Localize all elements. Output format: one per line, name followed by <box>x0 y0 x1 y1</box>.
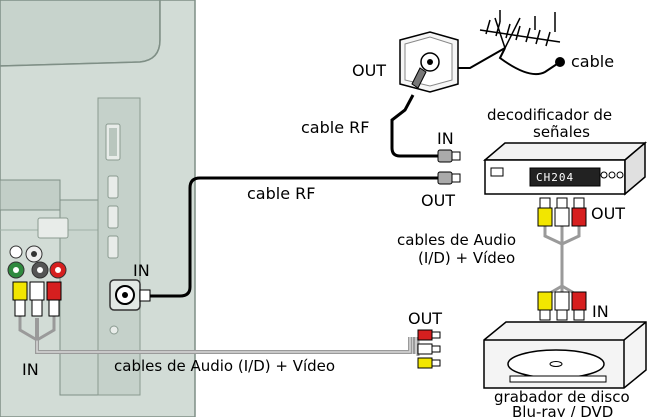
rf-cable-top <box>390 94 440 158</box>
tv-rf-input <box>109 279 141 311</box>
label-recorder-line1: grabador de disco <box>494 388 630 406</box>
label-av-mid-line2: (I/D) + Vídeo <box>418 249 515 267</box>
box-rf-out-connector <box>437 171 461 185</box>
label-cable: cable <box>571 52 614 71</box>
label-recorder-line2: Blu-ray / DVD <box>512 403 613 417</box>
label-cable-rf-top: cable RF <box>301 118 369 137</box>
label-cable-rf-mid: cable RF <box>247 184 315 203</box>
label-out-box-rf: OUT <box>421 191 455 210</box>
label-in-box: IN <box>437 129 454 148</box>
box-av-out-plugs <box>537 197 587 227</box>
label-out-wall: OUT <box>352 61 386 80</box>
box-rf-in-connector <box>437 149 461 163</box>
label-in-tv-rf: IN <box>133 261 150 280</box>
recorder-av-out-plugs <box>417 329 441 369</box>
antenna-icon <box>479 10 561 50</box>
label-in-recorder: IN <box>592 302 609 321</box>
recorder-av-in-plugs <box>537 291 587 321</box>
antenna-cable <box>498 47 561 76</box>
label-av-mid-line1: cables de Audio <box>397 231 516 249</box>
rf-cable-middle <box>148 176 440 298</box>
label-in-tv-av: IN <box>22 360 39 379</box>
tv-av-in-plugs <box>12 281 62 317</box>
label-box-line2: señales <box>533 123 590 141</box>
tv-rear-panel-icon <box>0 0 196 417</box>
tv-av-jacks <box>7 245 67 279</box>
label-out-box-av: OUT <box>591 204 625 223</box>
label-box-line1: decodificador de <box>487 106 612 124</box>
disc-recorder-icon <box>483 321 647 389</box>
tv-rf-plug <box>139 289 151 302</box>
box-display: CH204 <box>536 171 574 184</box>
label-av-bottom: cables de Audio (I/D) + Vídeo <box>114 357 335 375</box>
set-top-box-icon <box>482 141 648 196</box>
rf-wall-outlet-icon <box>399 31 459 93</box>
label-out-recorder: OUT <box>408 309 442 328</box>
